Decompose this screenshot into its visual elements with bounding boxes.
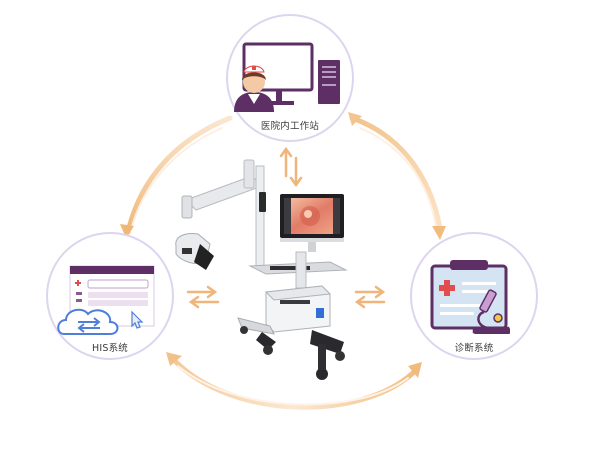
double-arrow-left (186, 285, 220, 309)
his-label: HIS系统 (92, 343, 128, 354)
double-arrow-right (354, 285, 386, 309)
cloud-sync-window-icon (57, 265, 155, 335)
double-arrow-top (279, 146, 303, 188)
nurse-workstation-icon (234, 42, 340, 112)
clipboard-microscope-icon (430, 260, 510, 334)
flow-arc-bottom (166, 352, 422, 410)
workstation-label: 医院内工作站 (260, 121, 320, 132)
node-workstation (226, 14, 354, 142)
colposcope-cart-icon (175, 159, 348, 380)
node-his (46, 232, 174, 360)
flow-arc-left (120, 115, 233, 238)
flow-arc-right (348, 112, 446, 240)
node-diagnosis (410, 232, 538, 360)
diagnosis-label: 诊断系统 (454, 343, 494, 354)
